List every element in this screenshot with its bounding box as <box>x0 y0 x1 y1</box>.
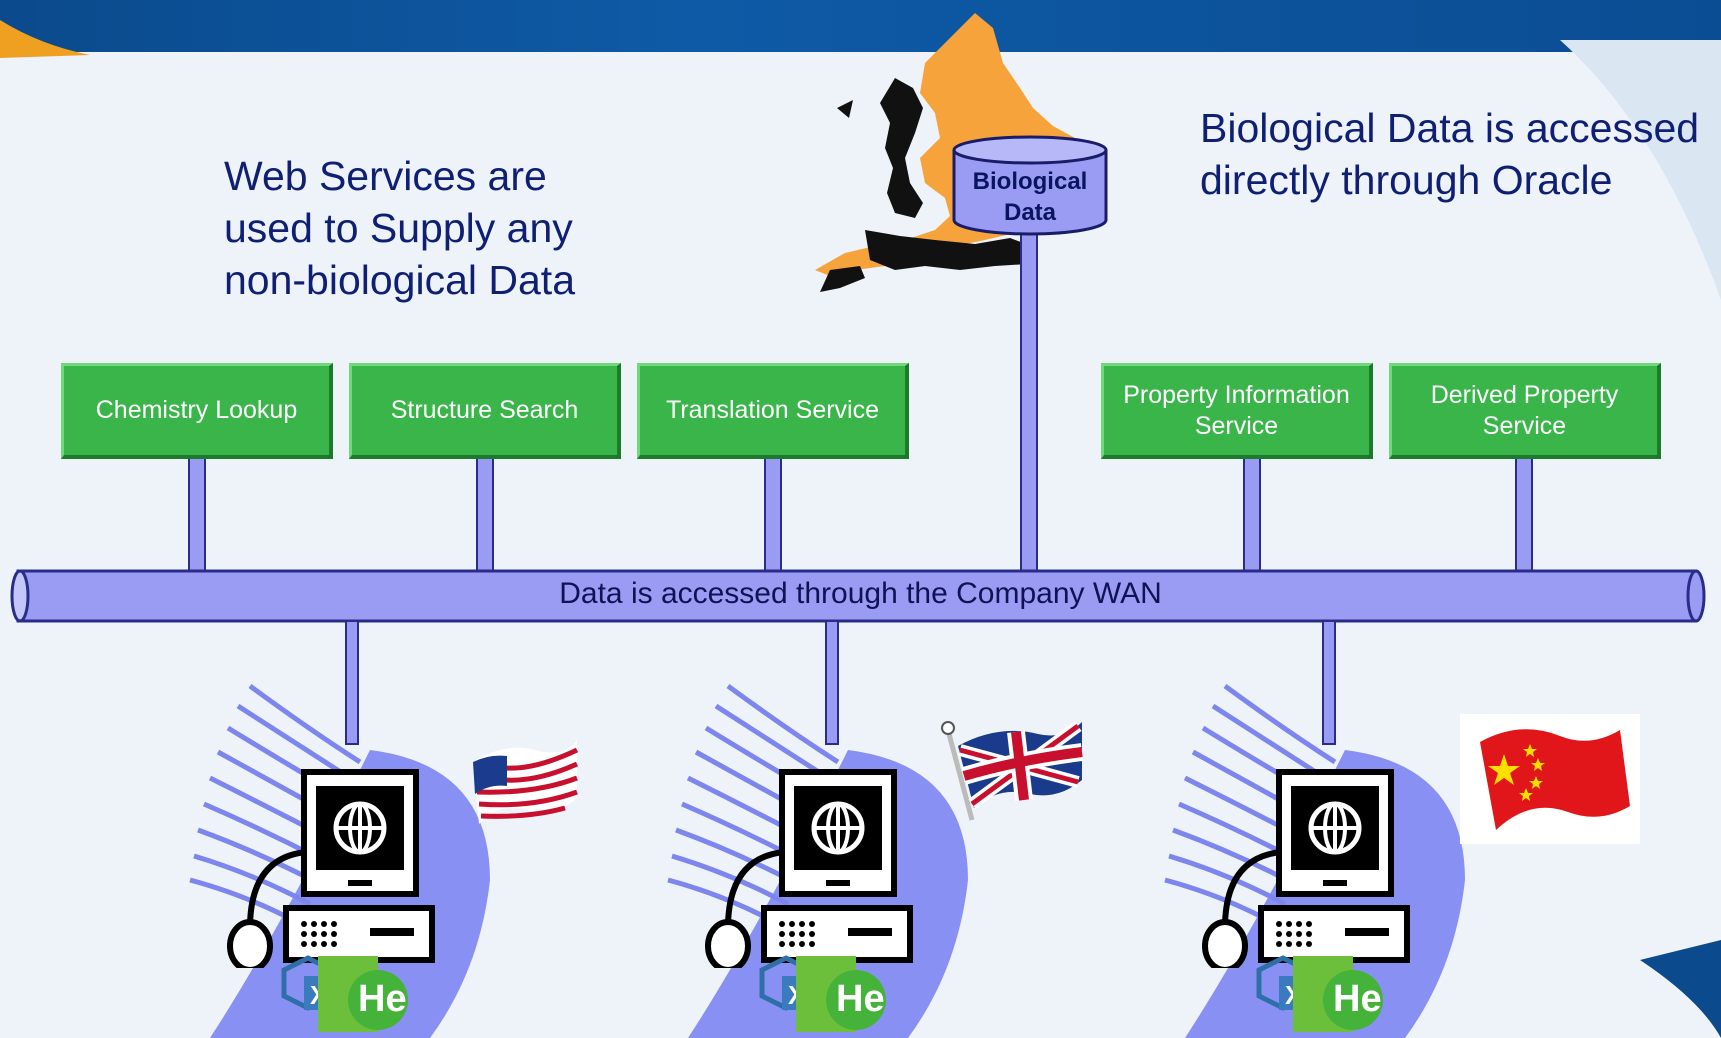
service-box-translation-service[interactable]: Translation Service <box>637 363 909 459</box>
service-box-property-information-service[interactable]: Property Information Service <box>1101 363 1373 459</box>
workstation-usa[interactable]: X He <box>150 680 620 1038</box>
service-box-chemistry-lookup[interactable]: Chemistry Lookup <box>61 363 333 459</box>
usa-flag-icon <box>473 740 579 824</box>
computer-icon <box>705 769 913 968</box>
workstation-connector-pipe <box>1322 620 1336 745</box>
service-connector-pipe <box>1243 456 1261 578</box>
header-band <box>0 0 1721 52</box>
excel-helium-icon: X <box>1256 955 1383 1032</box>
wan-label: Data is accessed through the Company WAN <box>559 577 1162 610</box>
service-label: Chemistry Lookup <box>95 396 298 424</box>
web-services-caption: Web Services are used to Supply any non-… <box>224 150 575 306</box>
service-label: Translation Service <box>665 396 880 424</box>
service-label-line-1: Property Information <box>1123 380 1350 409</box>
service-connector-pipe <box>476 456 494 578</box>
workstation-connector-pipe <box>345 620 359 745</box>
service-connector-pipe <box>188 456 206 578</box>
helium-badge: He <box>358 978 407 1020</box>
database-label-line-2: Data <box>1003 199 1057 226</box>
biological-caption-line-1: Biological Data is accessed <box>1200 105 1700 151</box>
service-connector-pipe <box>764 456 782 578</box>
computer-icon <box>227 769 435 968</box>
workstation-china[interactable]: X He <box>1125 680 1640 1038</box>
service-box-derived-property-service[interactable]: Derived Property Service <box>1389 363 1661 459</box>
database-label-line-1: Biological <box>972 168 1088 195</box>
database-connector-pipe <box>1020 220 1038 580</box>
service-label: Structure Search <box>390 396 579 424</box>
service-connector-pipe <box>1515 456 1533 578</box>
biological-caption-line-2: directly through Oracle <box>1200 157 1613 203</box>
helium-badge: He <box>1333 978 1382 1020</box>
excel-helium-icon: X <box>281 955 408 1032</box>
computer-icon <box>1202 769 1410 968</box>
service-box-structure-search[interactable]: Structure Search <box>349 363 621 459</box>
workstation-uk[interactable]: X He <box>628 680 1098 1038</box>
database-label: Biological Data <box>950 166 1110 228</box>
workstation-connector-pipe <box>825 620 839 745</box>
web-services-caption-line-1: Web Services are <box>224 153 547 199</box>
uk-flag-icon <box>941 721 1084 821</box>
biological-caption: Biological Data is accessed directly thr… <box>1200 102 1699 206</box>
excel-helium-icon: X <box>759 955 886 1032</box>
service-label-line-2: Service <box>1194 411 1279 440</box>
company-wan-tube <box>10 569 1706 623</box>
web-services-caption-line-3: non-biological Data <box>224 257 576 303</box>
web-services-caption-line-2: used to Supply any <box>224 205 573 251</box>
china-flag-icon <box>1460 714 1640 844</box>
service-label-line-2: Service <box>1482 411 1567 440</box>
helium-badge: He <box>836 978 885 1020</box>
service-label-line-1: Derived Property <box>1430 380 1619 409</box>
database-cylinder-icon <box>952 135 1108 236</box>
